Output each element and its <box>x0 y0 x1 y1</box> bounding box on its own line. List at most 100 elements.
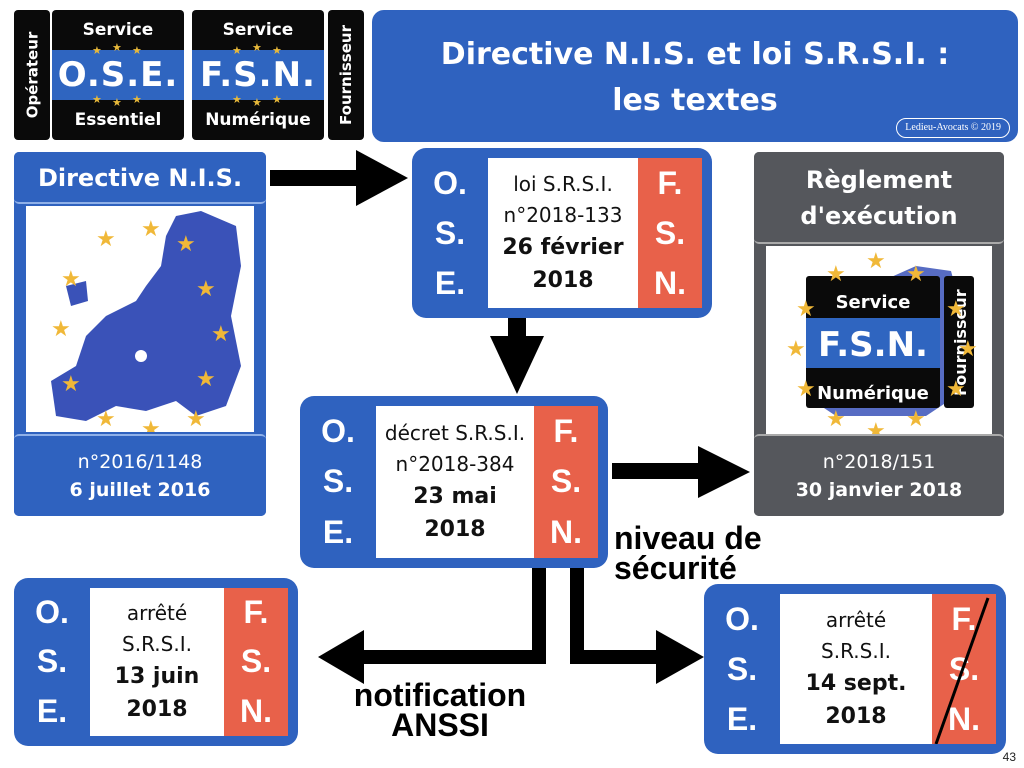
svg-text:★: ★ <box>61 372 81 397</box>
ose-acronym: O.S.E. <box>57 55 179 95</box>
svg-text:Fournisseur: Fournisseur <box>951 289 970 396</box>
star-icon: ★ <box>92 44 103 57</box>
fsn-badge-bottom: Numérique <box>205 110 311 130</box>
svg-text:★: ★ <box>196 277 216 302</box>
page-title: Directive N.I.S. et loi S.R.S.I. : les t… <box>372 10 1018 142</box>
arrete-subtitle: S.R.S.I. <box>821 639 891 663</box>
niveau-securite-label: niveau de sécurité <box>614 522 762 586</box>
svg-text:★: ★ <box>906 407 926 432</box>
svg-text:★: ★ <box>826 407 846 432</box>
svg-text:Service: Service <box>836 292 911 313</box>
arrow-decret-to-arrete-sept-horizontal <box>570 650 660 664</box>
fsn-acronym: F.S.N. <box>200 55 316 95</box>
arrow-directive-to-loi <box>270 170 360 186</box>
letter-s: S. <box>322 463 354 500</box>
svg-text:★: ★ <box>141 417 161 432</box>
svg-text:★: ★ <box>196 367 216 392</box>
decret-title: décret S.R.S.I. <box>384 421 526 445</box>
eu-map-image: ★ ★ ★ ★ ★ ★ ★ ★ ★ ★ ★ ★ <box>26 206 254 432</box>
svg-text:★: ★ <box>186 407 206 432</box>
ose-badge: Service O.S.E. ★ ★ ★ ★ ★ ★ Essentiel <box>52 10 184 140</box>
arrow-head-left-icon <box>318 630 364 684</box>
letter-s: S. <box>240 643 272 680</box>
fsn-letters: F. S. N. <box>224 588 288 736</box>
letter-s: S. <box>654 214 686 251</box>
fsn-letters: F. S. N. <box>534 406 598 558</box>
star-icon: ★ <box>92 93 103 106</box>
arrow-head-right-icon <box>656 630 704 684</box>
reglement-footer: n°2018/151 30 janvier 2018 <box>754 434 1004 516</box>
letter-o: O. <box>725 600 759 637</box>
letter-e: E. <box>434 264 466 301</box>
loi-date-year: 2018 <box>532 268 594 293</box>
reglement-header: Règlement d'exécution <box>754 152 1004 244</box>
svg-text:★: ★ <box>946 297 966 322</box>
svg-text:★: ★ <box>796 297 816 322</box>
star-icon: ★ <box>272 93 283 106</box>
letter-n: N. <box>240 692 272 729</box>
star-icon: ★ <box>96 227 116 252</box>
directive-nis-date: 6 juillet 2016 <box>69 479 211 501</box>
arrete-title: arrêté <box>126 601 188 625</box>
reglement-card: Règlement d'exécution Service F.S.N. Num… <box>754 152 1004 516</box>
letter-f: F. <box>243 594 269 631</box>
letter-e: E. <box>726 700 758 737</box>
directive-nis-footer: n°2016/1148 6 juillet 2016 <box>14 434 266 516</box>
star-icon: ★ <box>132 44 143 57</box>
decret-number: n°2018-384 <box>395 452 515 476</box>
ose-letters: O. S. E. <box>704 594 780 744</box>
svg-text:★: ★ <box>211 322 231 347</box>
eu-map-icon: ★ ★ ★ ★ ★ ★ ★ ★ ★ ★ ★ ★ <box>51 211 241 432</box>
svg-text:★: ★ <box>866 249 886 274</box>
operateur-side-label: Opérateur <box>14 10 50 140</box>
arrete-date-day: 14 sept. <box>805 671 907 696</box>
arrete-title: arrêté <box>825 608 887 632</box>
letter-n: N. <box>654 264 686 301</box>
strikethrough-icon <box>934 597 990 744</box>
operateur-text: Opérateur <box>23 31 42 119</box>
reglement-title-line-2: d'exécution <box>800 202 958 230</box>
letter-o: O. <box>433 164 467 201</box>
ose-letters: O. S. E. <box>14 588 90 736</box>
loi-srsi-details: loi S.R.S.I. n°2018-133 26 février 2018 <box>488 158 638 308</box>
page-number: 43 <box>1002 750 1016 764</box>
notif-line-1: notification <box>353 677 527 713</box>
notif-line-2: ANSSI <box>391 707 489 743</box>
letter-s: S. <box>550 463 582 500</box>
letter-f: F. <box>951 600 977 637</box>
arrete-date-year: 2018 <box>126 697 188 722</box>
star-icon: ★ <box>232 93 243 106</box>
fournisseur-side-label: Fournisseur <box>328 10 364 140</box>
fsn-badge: Service F.S.N. ★ ★ ★ ★ ★ ★ Numérique <box>192 10 324 140</box>
svg-text:★: ★ <box>796 377 816 402</box>
arrow-decret-to-arrete-juin <box>532 568 546 664</box>
loi-srsi-box: O. S. E. loi S.R.S.I. n°2018-133 26 févr… <box>412 148 712 318</box>
fsn-letters: F. S. N. <box>638 158 702 308</box>
directive-nis-header: Directive N.I.S. <box>14 152 266 204</box>
letter-s: S. <box>36 643 68 680</box>
decret-srsi-box: O. S. E. décret S.R.S.I. n°2018-384 23 m… <box>300 396 608 568</box>
niveau-line-2: sécurité <box>614 550 737 586</box>
letter-f: F. <box>657 164 683 201</box>
fsn-badge-main: F.S.N. ★ ★ ★ ★ ★ ★ <box>192 42 324 108</box>
arrete-juin-box: O. S. E. arrêté S.R.S.I. 13 juin 2018 F.… <box>14 578 298 746</box>
svg-text:★: ★ <box>826 262 846 287</box>
svg-text:★: ★ <box>176 232 196 257</box>
letter-n: N. <box>948 700 980 737</box>
arrow-head-right-icon <box>698 446 750 498</box>
svg-text:★: ★ <box>51 317 71 342</box>
decret-date-day: 23 mai <box>413 484 497 509</box>
ose-letters: O. S. E. <box>412 158 488 308</box>
ose-badge-top: Service <box>82 20 154 40</box>
directive-nis-number: n°2016/1148 <box>77 451 203 473</box>
arrow-decret-to-arrete-sept <box>570 568 584 664</box>
star-icon: ★ <box>232 44 243 57</box>
arrete-sept-box: O. S. E. arrêté S.R.S.I. 14 sept. 2018 F… <box>704 584 1006 754</box>
svg-text:★: ★ <box>866 419 886 434</box>
letter-s: S. <box>726 650 758 687</box>
directive-nis-title: Directive N.I.S. <box>37 164 243 192</box>
arrete-date-year: 2018 <box>825 704 887 729</box>
loi-title: loi S.R.S.I. <box>513 172 613 196</box>
svg-text:★: ★ <box>958 337 978 362</box>
arrete-date-day: 13 juin <box>114 664 200 689</box>
